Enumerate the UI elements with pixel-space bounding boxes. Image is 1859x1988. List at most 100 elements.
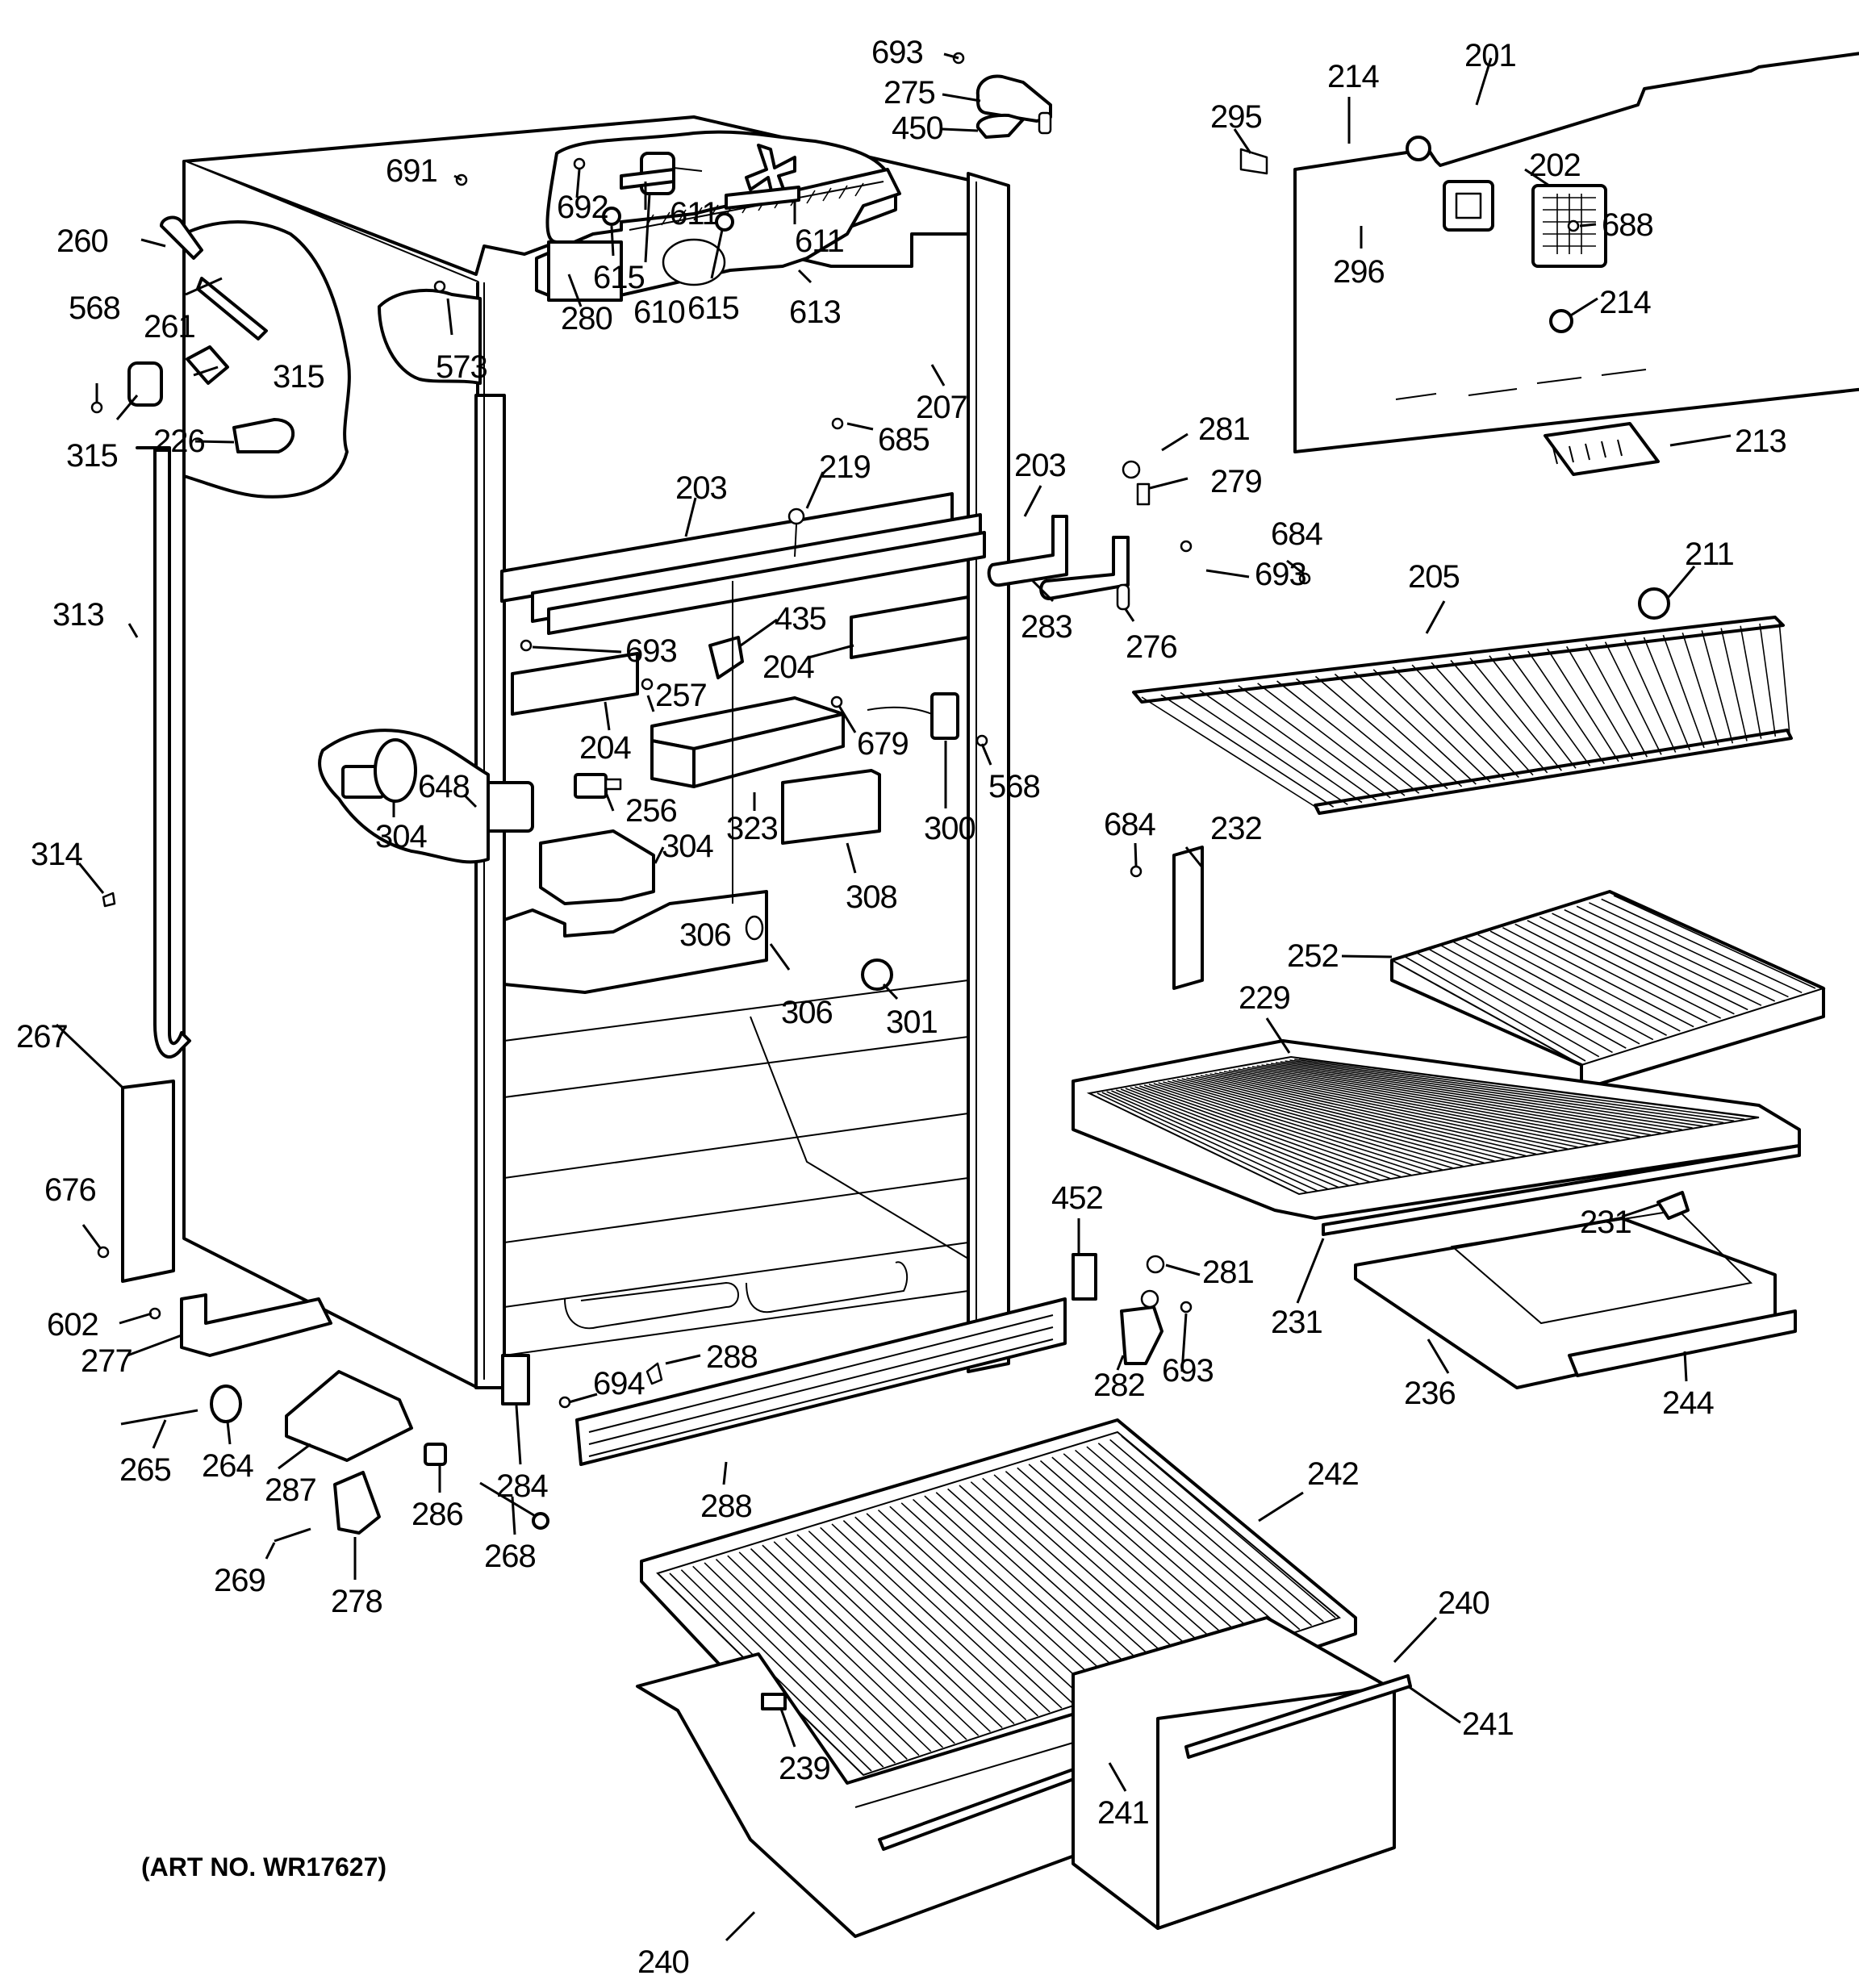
shelf-wire [1450, 659, 1548, 774]
shelf-wire [1440, 945, 1627, 1049]
callout-308: 308 [846, 879, 897, 915]
callout-240: 240 [1438, 1585, 1489, 1621]
shelf-wire [1334, 673, 1463, 787]
callout-213: 213 [1735, 424, 1786, 459]
callout-204: 204 [762, 649, 814, 685]
callout-694: 694 [593, 1366, 645, 1401]
shelf-wire [1120, 1088, 1360, 1184]
shelf-wire [1270, 1063, 1693, 1129]
shelf-wire [1051, 1456, 1265, 1642]
shelf-wire [1199, 689, 1363, 804]
shelf-wire [854, 1516, 1063, 1709]
shelf-wire [1465, 938, 1654, 1041]
shelf-wire [1392, 666, 1506, 780]
callout-260: 260 [56, 223, 108, 259]
callout-203: 203 [1014, 448, 1066, 483]
callout-568: 568 [69, 290, 120, 326]
callout-242: 242 [1307, 1456, 1359, 1492]
shelf-wire [820, 1526, 1027, 1721]
shelf-wire [889, 1506, 1098, 1698]
callout-693: 693 [1162, 1353, 1214, 1389]
callout-615: 615 [593, 260, 645, 295]
shelf-wire [1172, 1080, 1474, 1166]
callout-610: 610 [633, 294, 685, 330]
shelf-wire [1604, 641, 1662, 755]
callout-693: 693 [1255, 557, 1306, 592]
callout-201: 201 [1464, 38, 1516, 73]
shelf-wire [1075, 1449, 1289, 1635]
callout-613: 613 [789, 294, 841, 330]
shelf-wire [1243, 1067, 1631, 1139]
callout-278: 278 [331, 1584, 382, 1619]
shelf-wire [1153, 1083, 1433, 1172]
fasteners [90, 52, 1580, 1409]
callout-207: 207 [916, 390, 967, 425]
shelf-wire [1623, 639, 1677, 753]
shelf-wire [1585, 644, 1648, 758]
callout-288: 288 [706, 1339, 758, 1375]
shelf-wire [1005, 1470, 1218, 1658]
shelf-wire [877, 1509, 1086, 1701]
shelf-wire [1601, 898, 1803, 994]
shelf-wire [1109, 1439, 1324, 1623]
shelf-wire [1294, 1059, 1745, 1120]
callout-244: 244 [1662, 1385, 1714, 1421]
shelf-wire [1643, 637, 1691, 751]
control-components [318, 581, 970, 994]
shelf-wire [1101, 1092, 1318, 1192]
shelf-wire [785, 1537, 991, 1732]
shelf-wire [1298, 1058, 1756, 1118]
callout-435: 435 [775, 601, 826, 637]
callout-240: 240 [637, 1944, 689, 1980]
shelf-wire [1218, 687, 1377, 801]
shelf-wire [704, 1562, 908, 1760]
callout-685: 685 [878, 422, 930, 457]
callout-279: 279 [1210, 464, 1262, 499]
shelf-wire [1186, 1077, 1506, 1160]
callout-276: 276 [1126, 629, 1177, 665]
callout-679: 679 [857, 726, 909, 762]
hinges [975, 74, 1163, 1365]
shelf-wire [1163, 1081, 1453, 1169]
callout-226: 226 [153, 424, 205, 459]
shelf-wire [1489, 655, 1577, 769]
callout-306: 306 [679, 917, 731, 953]
shelf-wire [1134, 1086, 1391, 1180]
shelf-wire [692, 1565, 896, 1764]
shelf-wire [1539, 916, 1735, 1015]
callout-241: 241 [1097, 1795, 1149, 1831]
callout-313: 313 [52, 597, 104, 633]
shelf-wire [1111, 1090, 1339, 1188]
callout-300: 300 [924, 811, 975, 846]
shelf-wire [842, 1520, 1051, 1713]
shelf-wire [1508, 653, 1591, 766]
shelf-wire [913, 1498, 1122, 1689]
shelf-wire [727, 1555, 932, 1752]
shelf-wire [1251, 1066, 1652, 1136]
shelf-wire [680, 1569, 884, 1768]
shelf-wire [993, 1474, 1205, 1662]
shelf-wire [1576, 905, 1776, 1002]
shelf-wire [1115, 1089, 1349, 1187]
shelf-wire [1160, 694, 1335, 808]
shelf-wire [1372, 669, 1491, 783]
shelf-wire [1527, 650, 1605, 765]
shelf-wire [1502, 926, 1694, 1028]
callout-280: 280 [561, 301, 612, 336]
shelf-wire [1063, 1453, 1276, 1638]
callout-573: 573 [436, 349, 487, 385]
shelf-wire [1681, 633, 1719, 746]
callout-676: 676 [44, 1172, 96, 1208]
shelf-wire [1477, 933, 1667, 1036]
shelf-wire [970, 1481, 1181, 1669]
shelf-wire [1167, 1080, 1464, 1167]
shelf-wire [1143, 1084, 1412, 1176]
callout-282: 282 [1093, 1368, 1145, 1403]
callout-231: 231 [1271, 1305, 1322, 1340]
callout-684: 684 [1104, 807, 1155, 842]
shelf-wire [1017, 1467, 1229, 1654]
shelf-wire [1314, 675, 1448, 790]
shelf-wire [1296, 678, 1434, 792]
shelf-wire [900, 1502, 1110, 1694]
callout-252: 252 [1287, 938, 1339, 974]
